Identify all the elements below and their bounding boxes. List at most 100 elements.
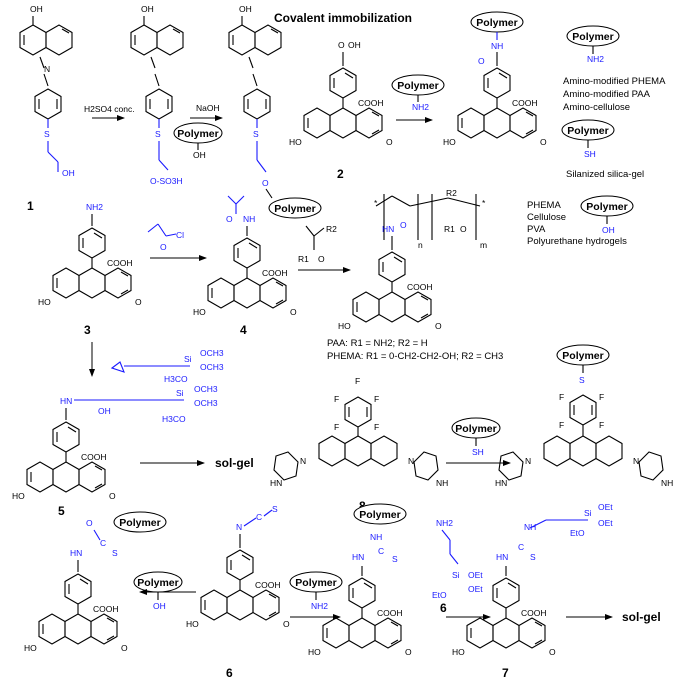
svg-text:HO: HO xyxy=(38,297,51,307)
compound-number: 6 xyxy=(226,666,233,680)
svg-text:Si: Si xyxy=(176,388,184,398)
svg-text:O: O xyxy=(135,297,142,307)
polymer-ellipse xyxy=(268,197,322,219)
svg-text:HN: HN xyxy=(382,224,394,234)
compound-1: OH N S OH 1 xyxy=(19,4,75,213)
svg-text:HN: HN xyxy=(60,396,72,406)
hydroxyl-polymer-item: Cellulose xyxy=(527,212,566,223)
svg-text:COOH: COOH xyxy=(512,98,538,108)
svg-text:F: F xyxy=(559,420,564,430)
svg-text:OH: OH xyxy=(141,4,154,14)
svg-text:F: F xyxy=(599,392,604,402)
svg-text:NH2: NH2 xyxy=(436,518,453,528)
svg-text:O: O xyxy=(338,40,345,50)
svg-text:HO: HO xyxy=(193,307,206,317)
copolymer: * * n m R2 R1 O O HN COOH HO O PAA: R1 =… xyxy=(327,188,503,362)
svg-text:SH: SH xyxy=(472,447,484,457)
svg-text:N: N xyxy=(408,456,414,466)
acrylic-monomer: R2 R1 O xyxy=(298,224,337,264)
svg-text:COOH: COOH xyxy=(358,98,384,108)
svg-text:Si: Si xyxy=(452,570,460,580)
acryloyl-chloride: Cl O xyxy=(147,223,184,252)
aminosilane-reagent: NH2 Si OEt OEt EtO 6 xyxy=(432,518,483,615)
svg-text:S: S xyxy=(44,129,50,139)
svg-text:OH: OH xyxy=(239,4,252,14)
svg-text:H3CO: H3CO xyxy=(162,414,186,424)
oso3h-label: O-SO3H xyxy=(150,176,183,186)
svg-text:R2: R2 xyxy=(446,188,457,198)
svg-text:N: N xyxy=(633,456,639,466)
svg-text:OH: OH xyxy=(193,150,206,160)
svg-text:NH: NH xyxy=(524,522,536,532)
polymer-label: Polymer xyxy=(177,128,218,140)
svg-text:EtO: EtO xyxy=(570,528,585,538)
svg-text:Polymer: Polymer xyxy=(274,203,315,215)
svg-text:HN: HN xyxy=(270,478,282,488)
svg-text:O: O xyxy=(290,307,297,317)
paa-definition: PAA: R1 = NH2; R2 = H xyxy=(327,338,428,349)
svg-text:C: C xyxy=(256,512,262,522)
phema-definition: PHEMA: R1 = 0-CH2-CH2-OH; R2 = CH3 xyxy=(327,351,503,362)
epoxysilane-reagent: Si OCH3 OCH3 H3CO xyxy=(110,348,224,384)
svg-text:OCH3: OCH3 xyxy=(200,362,224,372)
svg-text:COOH: COOH xyxy=(107,258,133,268)
thiol-polymer-item: Silanized silica-gel xyxy=(566,169,644,180)
svg-text:HN: HN xyxy=(70,548,82,558)
svg-text:OCH3: OCH3 xyxy=(194,384,218,394)
compound-number: 5 xyxy=(58,504,65,518)
compound-number: 7 xyxy=(502,666,509,680)
svg-text:F: F xyxy=(355,376,360,386)
compound-number: 2 xyxy=(337,167,344,181)
svg-text:NH2: NH2 xyxy=(311,601,328,611)
amine-polymer-item: Amino-modified PAA xyxy=(563,89,651,100)
svg-text:N: N xyxy=(44,64,50,74)
svg-text:O: O xyxy=(386,137,393,147)
svg-text:HO: HO xyxy=(452,647,465,657)
svg-text:HO: HO xyxy=(24,643,37,653)
amine-polymer-item: Amino-cellulose xyxy=(563,102,630,113)
svg-text:O: O xyxy=(226,214,233,224)
svg-text:NH: NH xyxy=(243,214,255,224)
svg-text:OH: OH xyxy=(62,168,75,178)
svg-text:O: O xyxy=(400,220,407,230)
polymer-ellipse xyxy=(353,503,407,525)
svg-text:F: F xyxy=(374,394,379,404)
hydroxyl-polymer-item: PHEMA xyxy=(527,200,561,211)
compound-thiocarbamate: Polymer O C S HN COOH HO O xyxy=(24,511,167,653)
svg-text:O: O xyxy=(121,643,128,653)
svg-text:NH: NH xyxy=(436,478,448,488)
svg-text:Polymer: Polymer xyxy=(359,509,400,521)
svg-text:Polymer: Polymer xyxy=(397,80,438,92)
svg-text:OEt: OEt xyxy=(598,518,613,528)
svg-text:NH2: NH2 xyxy=(412,102,429,112)
svg-text:F: F xyxy=(599,420,604,430)
hydroxyl-polymer-legend: Polymer OH PHEMA Cellulose PVA Polyureth… xyxy=(527,195,634,247)
svg-text:OH: OH xyxy=(602,225,615,235)
compound-8: F F F F F N HN N NH 8 xyxy=(270,376,448,513)
svg-text:NH: NH xyxy=(491,41,503,51)
svg-text:Polymer: Polymer xyxy=(567,125,608,137)
svg-text:O: O xyxy=(405,647,412,657)
svg-text:S: S xyxy=(112,548,118,558)
svg-text:O: O xyxy=(86,518,93,528)
svg-text:OH: OH xyxy=(153,601,166,611)
scheme-title: Covalent immobilization xyxy=(274,11,412,25)
oh-label: OH xyxy=(30,4,43,14)
svg-text:Polymer: Polymer xyxy=(455,423,496,435)
svg-text:O: O xyxy=(435,321,442,331)
svg-text:O: O xyxy=(283,619,290,629)
svg-text:S: S xyxy=(530,552,536,562)
svg-text:O: O xyxy=(460,224,467,234)
svg-text:Si: Si xyxy=(584,508,592,518)
svg-text:O: O xyxy=(478,56,485,66)
svg-text:NH: NH xyxy=(661,478,673,488)
svg-text:*: * xyxy=(374,198,378,208)
compound-6: N C S COOH HO O 6 xyxy=(186,504,290,680)
svg-text:O: O xyxy=(109,491,116,501)
svg-text:Polymer: Polymer xyxy=(572,31,613,43)
svg-text:O: O xyxy=(160,242,167,252)
svg-text:S: S xyxy=(253,129,259,139)
svg-text:R1: R1 xyxy=(444,224,455,234)
svg-text:O: O xyxy=(540,137,547,147)
